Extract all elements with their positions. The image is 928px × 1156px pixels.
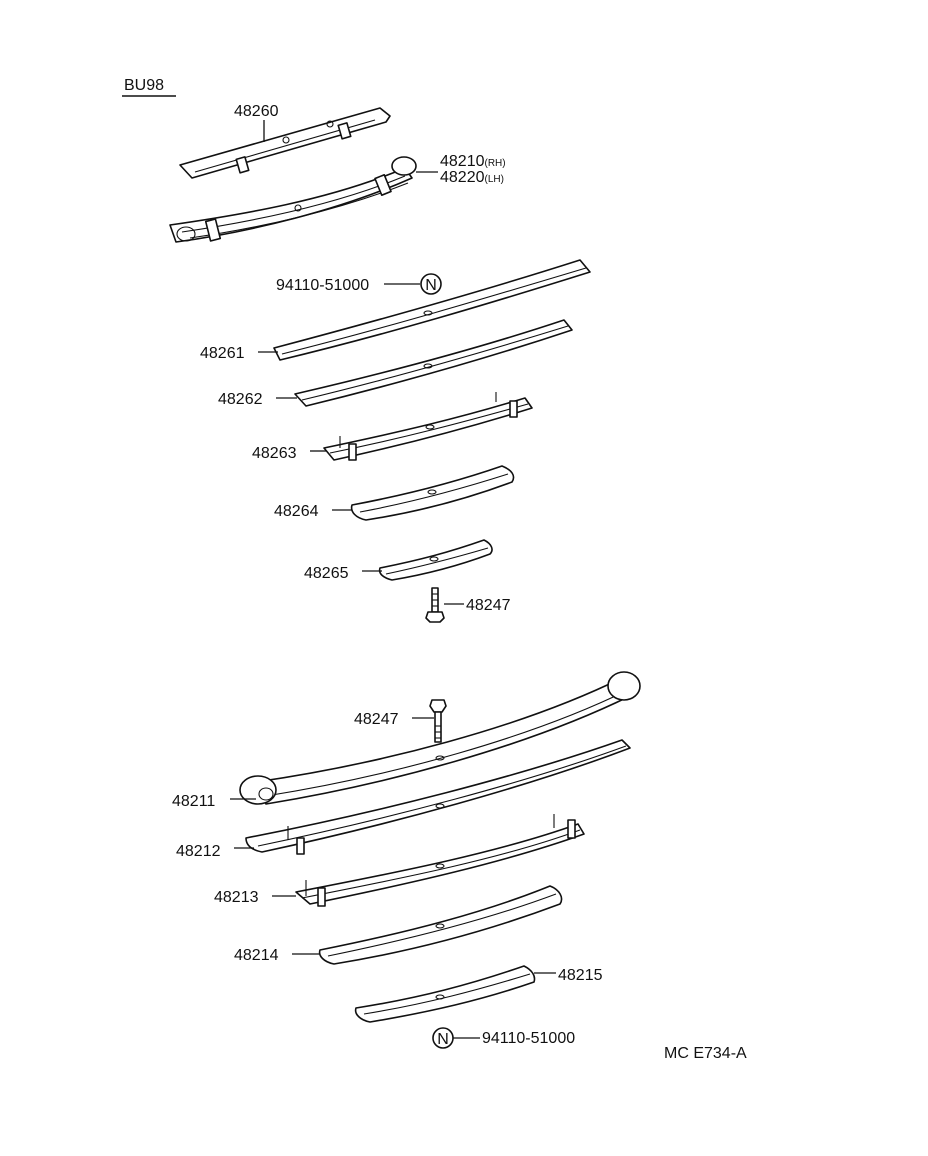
center-bolt-48247-top	[425, 587, 445, 623]
label-48212: 48212	[176, 843, 221, 860]
label-48215: 48215	[558, 967, 603, 984]
label-48213: 48213	[214, 889, 259, 906]
leaf-48215	[354, 965, 536, 1023]
label-94110-bottom: 94110-51000	[482, 1030, 575, 1047]
new-part-symbol-top: N	[425, 277, 437, 294]
label-94110-top: 94110-51000	[276, 277, 369, 294]
leaf-48213	[295, 814, 585, 907]
label-48247-top: 48247	[466, 597, 511, 614]
leaf-48212	[245, 739, 631, 855]
label-48263: 48263	[252, 445, 297, 462]
diagram-code: MC E734-A	[664, 1045, 747, 1062]
label-48260: 48260	[234, 103, 279, 120]
label-48220: 48220(LH)	[440, 169, 504, 186]
leaf-48262	[294, 319, 573, 407]
leaf-spring-assembly-48210	[169, 156, 417, 243]
label-48214: 48214	[234, 947, 279, 964]
label-48210: 48210(RH)	[440, 153, 506, 170]
leaf-48264	[350, 465, 515, 521]
new-part-symbol-bottom: N	[437, 1031, 449, 1048]
spring-assembly-48260	[179, 107, 391, 179]
label-48261: 48261	[200, 345, 245, 362]
center-bolt-48247-bottom	[429, 699, 447, 743]
label-48211: 48211	[172, 793, 215, 810]
new-part-icon-top	[420, 273, 442, 295]
leaf-48263	[323, 392, 533, 461]
label-48264: 48264	[274, 503, 319, 520]
label-48265: 48265	[304, 565, 349, 582]
leaf-48265	[378, 539, 493, 581]
label-48247-bottom: 48247	[354, 711, 399, 728]
main-leaf-48211	[239, 671, 641, 805]
leaf-48261	[273, 259, 591, 361]
label-48262: 48262	[218, 391, 263, 408]
leaf-48214	[318, 885, 563, 965]
model-code: BU98	[124, 77, 164, 94]
